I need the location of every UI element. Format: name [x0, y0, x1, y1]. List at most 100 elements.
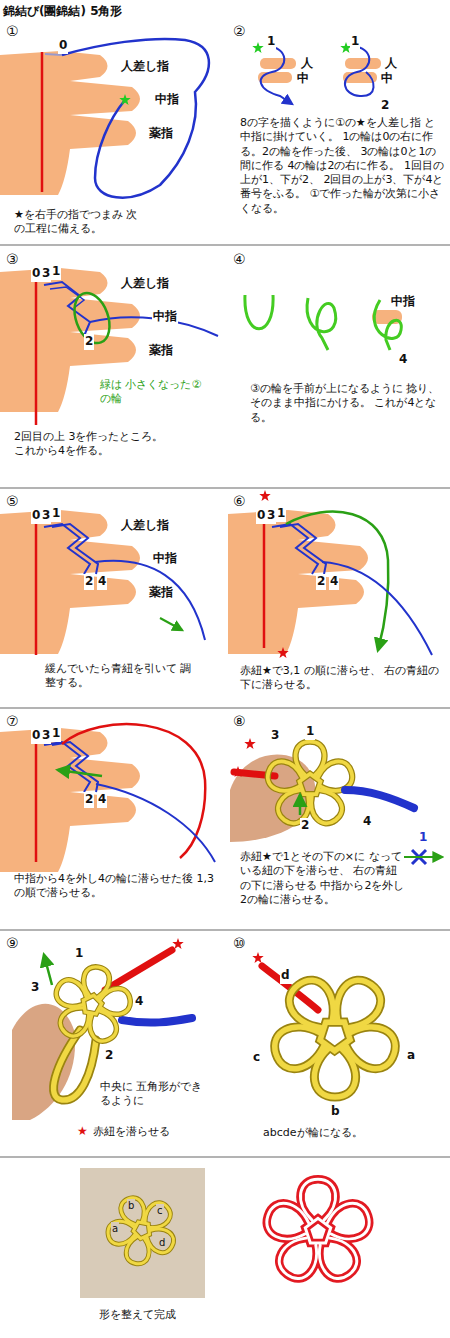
hand-figure-part	[35, 740, 38, 862]
callout-label: 3	[266, 508, 276, 524]
knot-photo-part	[299, 795, 302, 815]
callout-label: abcdeが輪になる。	[262, 1126, 364, 1140]
hand-figure-part	[272, 524, 318, 574]
hand-figure-part	[44, 282, 90, 336]
hand-figure-part	[160, 618, 182, 630]
step-number: ⑦	[5, 712, 20, 730]
instruction-text: 中央に 五角形ができるように	[100, 1080, 210, 1109]
step-number: ⑧	[232, 712, 247, 730]
callout-label: 3	[270, 728, 280, 744]
callout-label: 中	[380, 71, 394, 87]
callout-label: 2	[104, 1048, 114, 1064]
hand-figure-part	[45, 54, 62, 55]
loop-steps	[245, 295, 402, 350]
hand-figure-part	[35, 522, 38, 655]
callout-label: 形を整えて完成	[98, 1308, 177, 1322]
hand-figure-part	[44, 524, 90, 574]
callout-label: 3	[30, 980, 40, 996]
callout-label: 4	[362, 814, 372, 830]
finished-knot-part	[95, 1184, 189, 1276]
callout-label: 4	[97, 792, 107, 808]
callout-label: 2	[84, 792, 94, 808]
callout-label: 1	[51, 506, 61, 522]
callout-label: 中	[296, 71, 310, 87]
hand-figure-part	[62, 39, 209, 198]
callout-label: 1	[350, 34, 360, 50]
knot-photo-part	[244, 738, 255, 749]
callout-label: 1	[305, 724, 315, 740]
hand-figure-part	[259, 490, 270, 501]
knot-photo-part	[54, 1030, 96, 1100]
knot-photo-part	[246, 946, 425, 1123]
instruction-text: ③の輪を手前が上になるように 捻り、そのまま中指にかける。 これが4となる。	[250, 382, 440, 425]
panel-separator-part	[0, 929, 450, 931]
callout-label: b	[127, 1199, 135, 1212]
callout-label: 2	[84, 574, 94, 590]
panel-separator-part	[0, 244, 450, 246]
callout-label: 0	[256, 508, 266, 524]
callout-label: 薬指	[148, 126, 174, 142]
callout-label: 3	[41, 728, 51, 744]
callout-label: b	[330, 1104, 341, 1120]
step-number: ⑨	[5, 934, 20, 952]
callout-label: 2	[316, 574, 326, 590]
loop-steps-part	[307, 298, 336, 350]
instruction-text: 2回目の上 3を作ったところ。 これから4を作る。	[14, 430, 174, 459]
step-number: ①	[5, 22, 20, 40]
knot-photo-part	[45, 960, 138, 1050]
callout-label: 中指	[154, 92, 180, 108]
callout-label: 1	[51, 264, 61, 280]
callout-label: 人差し指	[120, 276, 170, 292]
step-number: ②	[232, 22, 247, 40]
finger-icon-part	[252, 42, 263, 53]
knot-photo-part	[122, 1018, 192, 1023]
hand-figure	[0, 510, 205, 655]
hand-figure	[0, 39, 209, 198]
hand-figure-part	[322, 562, 432, 655]
callout-label: 中指	[390, 294, 416, 310]
callout-label: 2	[300, 818, 310, 834]
knot-photo-part	[404, 856, 442, 858]
callout-label: 3	[41, 508, 51, 524]
knot-photo-part	[45, 960, 138, 1050]
hand-figure	[0, 268, 218, 425]
callout-label: 薬指	[148, 585, 174, 601]
callout-label: 0	[31, 728, 41, 744]
callout-label: 中指	[152, 551, 178, 567]
callout-label: 1	[74, 946, 84, 962]
step-number: ⑩	[232, 934, 247, 952]
hand-figure-part	[263, 510, 266, 648]
hand-figure-part	[0, 728, 140, 872]
callout-label: 4	[398, 352, 408, 368]
finger-icon-part	[345, 46, 374, 96]
step-number: ③	[5, 250, 20, 268]
callout-label: 2	[380, 98, 390, 114]
callout-label: a	[111, 1222, 119, 1235]
instruction-text: 8の字を描くように①の★を人差し指 と中指に掛けていく。 1の輪は0の右に作る。…	[240, 116, 445, 216]
panel-separator-part	[0, 707, 450, 709]
knot-photo	[246, 946, 425, 1123]
callout-label: 4	[97, 574, 107, 590]
callout-label: 人差し指	[120, 518, 170, 534]
callout-label: 0	[31, 266, 41, 282]
hand-figure-part	[52, 524, 98, 574]
hand-figure-part	[0, 51, 140, 195]
callout-label: 薬指	[148, 343, 174, 359]
panel-separator	[0, 245, 450, 1157]
hand-figure	[228, 490, 432, 658]
callout-label: 3	[41, 266, 51, 282]
hand-figure-part	[95, 561, 205, 640]
step-number: ④	[232, 250, 247, 268]
instruction-text: 緩んでいたら青紐を引いて 調整する。	[45, 662, 195, 691]
hand-figure-part	[0, 510, 140, 654]
callout-label: 中指	[152, 309, 178, 325]
callout-label: 人差し指	[120, 59, 170, 75]
panel-separator-part	[0, 1156, 450, 1158]
callout-label: 0	[58, 38, 68, 54]
finger-icon	[252, 42, 381, 104]
callout-label: ★	[76, 1124, 89, 1140]
callout-label: 2	[84, 334, 94, 350]
callout-label: 1	[51, 726, 61, 742]
knot-photo-part	[264, 742, 355, 829]
hand-figure	[0, 724, 215, 872]
